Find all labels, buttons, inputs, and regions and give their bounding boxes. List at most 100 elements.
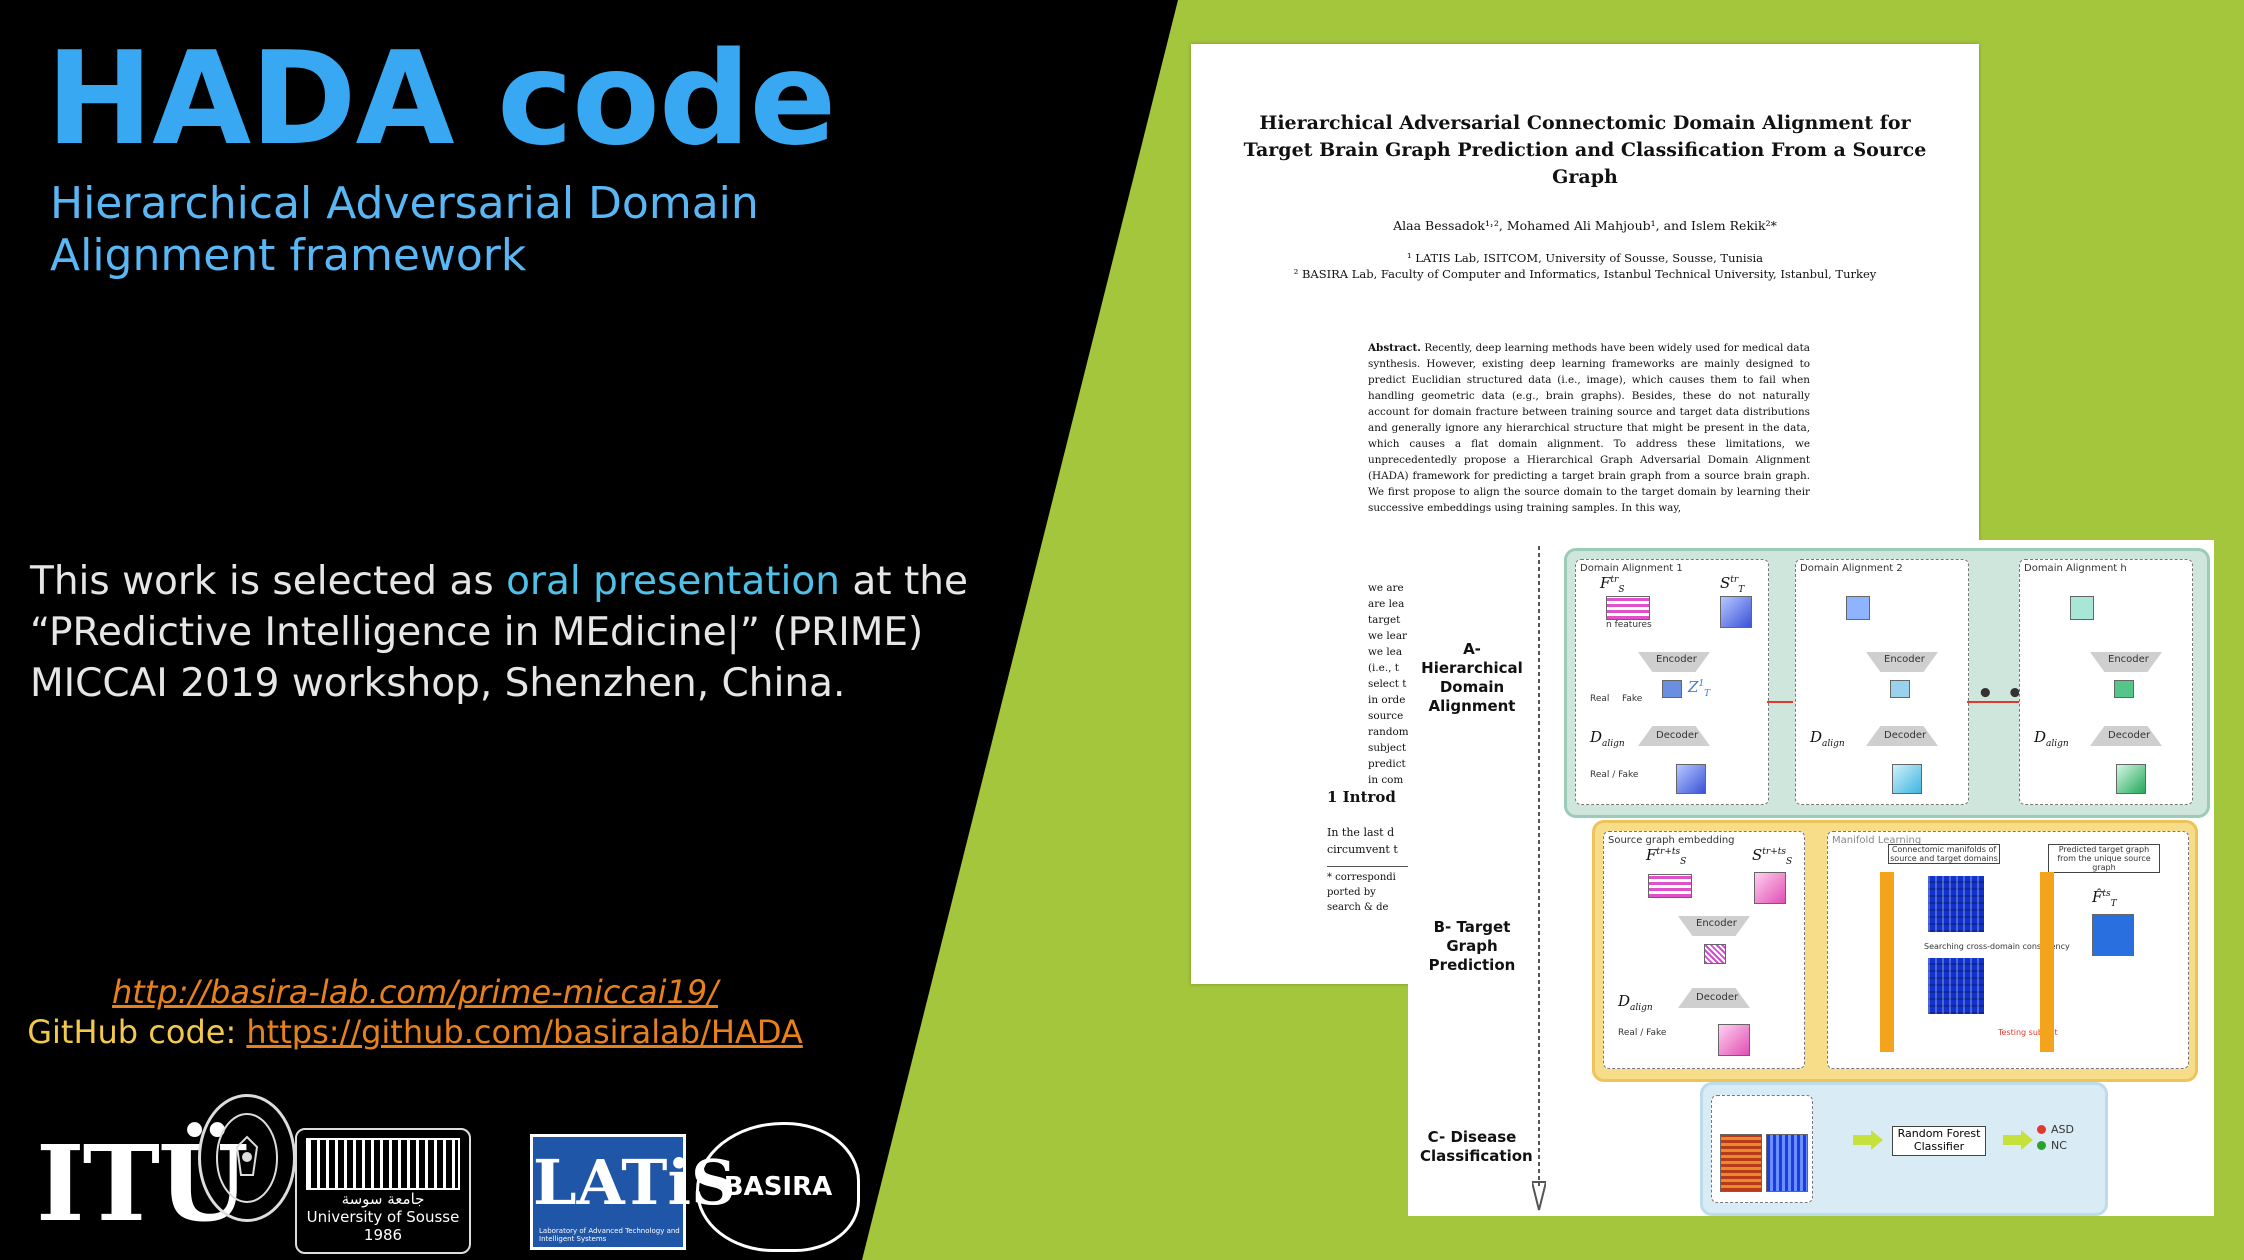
match-bar [1880, 872, 1894, 1052]
dalign-symbol: Dalign [1590, 728, 1625, 749]
blurb-highlight: oral presentation [506, 559, 840, 604]
source-features-heatmap [1720, 1134, 1762, 1192]
nc-dot [2037, 1141, 2046, 1150]
predicted-target-matrix [2092, 914, 2134, 956]
yellow-arrow-icon [2003, 1130, 2033, 1150]
dalign-symbol: Dalign [1618, 992, 1653, 1013]
zh-input-block [2070, 596, 2094, 620]
sge-title: Source graph embedding [1608, 835, 1735, 846]
basira-wordmark: BASIRA [723, 1172, 833, 1202]
abstract-fragment: we lea [1368, 646, 1403, 658]
footnote-rule [1327, 866, 1417, 867]
intro-heading: 1 Introd [1327, 788, 1396, 806]
links-block: http://basira-lab.com/prime-miccai19/ Gi… [0, 972, 830, 1052]
real-fake-label: Real / Fake [1590, 770, 1639, 780]
hada-figure: A-Hierarchical Domain Alignment B- Targe… [1408, 540, 2214, 1216]
manifold-learning-box: Manifold Learning Connectomic manifolds … [1827, 831, 2189, 1069]
region-domain-alignment: Domain Alignment 1 FtrS n features StrT … [1564, 548, 2210, 818]
footnote-line: * correspondi [1327, 872, 1396, 883]
blurb-post: at the “PRedictive Intelligence in MEdic… [30, 559, 968, 706]
encoder-label: Encoder [1696, 918, 1737, 929]
github-row: GitHub code: https://github.com/basirala… [0, 1012, 830, 1052]
paper-authors: Alaa Bessadok¹˒², Mohamed Ali Mahjoub¹, … [1393, 218, 1777, 233]
embedding-block [1890, 680, 1910, 698]
abstract-label: Abstract. [1368, 342, 1421, 354]
abstract-fragment: subject [1368, 742, 1407, 754]
prime-link[interactable]: http://basira-lab.com/prime-miccai19/ [112, 973, 718, 1011]
footnote-text: * correspondi ported by search & de [1327, 870, 1396, 915]
feature-pair-box [1711, 1095, 1813, 1203]
fake-label: Fake [1622, 694, 1643, 704]
slide-blurb: This work is selected as oral presentati… [30, 556, 980, 709]
nc-label: NC [2051, 1139, 2067, 1152]
sousse-building-icon [306, 1138, 460, 1190]
yellow-arrow-icon [1853, 1130, 1883, 1150]
manifold-title: Manifold Learning [1832, 835, 1922, 846]
feature-matrix [1648, 874, 1692, 898]
fs-trts-symbol: Ftr+tsS [1646, 846, 1687, 867]
dalign-symbol: Dalign [2034, 728, 2069, 749]
abstract-fragment: predict [1368, 758, 1406, 770]
label-c: C- Disease Classification [1420, 1128, 1533, 1165]
domain-alignment-1: Domain Alignment 1 FtrS n features StrT … [1575, 559, 1769, 805]
da1-title: Domain Alignment 1 [1580, 563, 1683, 574]
connector-arrow [1767, 701, 1793, 703]
abstract-fragment: random [1368, 726, 1409, 738]
abstract-fragment: select t [1368, 678, 1407, 690]
da2-title: Domain Alignment 2 [1800, 563, 1903, 574]
encoder-label: Encoder [2108, 654, 2149, 665]
fs-tr-symbol: FtrS [1600, 574, 1625, 595]
slide-title: HADA code [46, 25, 836, 174]
decoder-shape [1638, 726, 1710, 746]
label-b: B- Target Graph Prediction [1428, 918, 1516, 974]
label-a: A-Hierarchical Domain Alignment [1421, 640, 1523, 715]
github-link[interactable]: https://github.com/basiralab/HADA [246, 1013, 803, 1051]
manifold-caption-2: Predicted target graph from the unique s… [2048, 844, 2160, 873]
weighting-bar [2040, 872, 2054, 1052]
intro-text: In the last d circumvent t [1327, 824, 1398, 858]
reconstructed-matrix [1718, 1024, 1750, 1056]
affiliation-2: ² BASIRA Lab, Faculty of Computer and In… [1293, 267, 1877, 281]
slide-subtitle: Hierarchical Adversarial Domain Alignmen… [50, 178, 759, 281]
connector-arrow [1967, 701, 2019, 703]
encoder-shape [1866, 652, 1938, 672]
affiliation-1: ¹ LATIS Lab, ISITCOM, University of Sous… [1406, 251, 1764, 265]
abstract-fragment: in com [1368, 774, 1404, 786]
sousse-name: University of Sousse [306, 1208, 460, 1226]
abstract-fragment: we lear [1368, 630, 1407, 642]
st-tr-symbol: StrT [1720, 574, 1745, 595]
encoder-shape [1678, 916, 1750, 936]
decoder-shape [1678, 988, 1750, 1008]
decoder-shape [2090, 726, 2162, 746]
region-disease-classification: Random Forest Classifier ASD NC [1700, 1082, 2108, 1216]
encoder-label: Encoder [1884, 654, 1925, 665]
encoder-shape [2090, 652, 2162, 672]
reconstructed-matrix [1676, 764, 1706, 794]
sousse-year: 1986 [363, 1226, 403, 1244]
abstract-fragment: source [1368, 710, 1404, 722]
ss-trts-symbol: Str+tsS [1752, 846, 1793, 867]
real-fake-label: Real / Fake [1618, 1028, 1667, 1038]
dalign-symbol: Dalign [1810, 728, 1845, 749]
paper-abstract: Abstract. Recently, deep learning method… [1368, 340, 1810, 580]
ft-ts-symbol: F̂tsT [2092, 888, 2117, 909]
reconstructed-matrix [1892, 764, 1922, 794]
intro-line: circumvent t [1327, 843, 1398, 856]
abstract-fragment: target [1368, 614, 1401, 626]
paper-affiliations: ¹ LATIS Lab, ISITCOM, University of Sous… [1231, 250, 1939, 282]
decoder-label: Decoder [2108, 730, 2151, 741]
abstract-fragment: we are [1368, 582, 1404, 594]
embedding-block [1662, 680, 1682, 698]
blurb-pre: This work is selected as [30, 559, 507, 604]
source-graph-matrix [1754, 872, 1786, 904]
decoder-shape [1866, 726, 1938, 746]
abstract-fragment: in orde [1368, 694, 1406, 706]
target-graph-matrix [1720, 596, 1752, 628]
source-manifold-heatmap [1928, 958, 1984, 1014]
z1-symbol: Z1T [1688, 678, 1711, 699]
encoder-label: Encoder [1656, 654, 1697, 665]
decoder-label: Decoder [1696, 992, 1739, 1003]
dah-title: Domain Alignment h [2024, 563, 2127, 574]
footnote-line: search & de [1327, 902, 1389, 913]
